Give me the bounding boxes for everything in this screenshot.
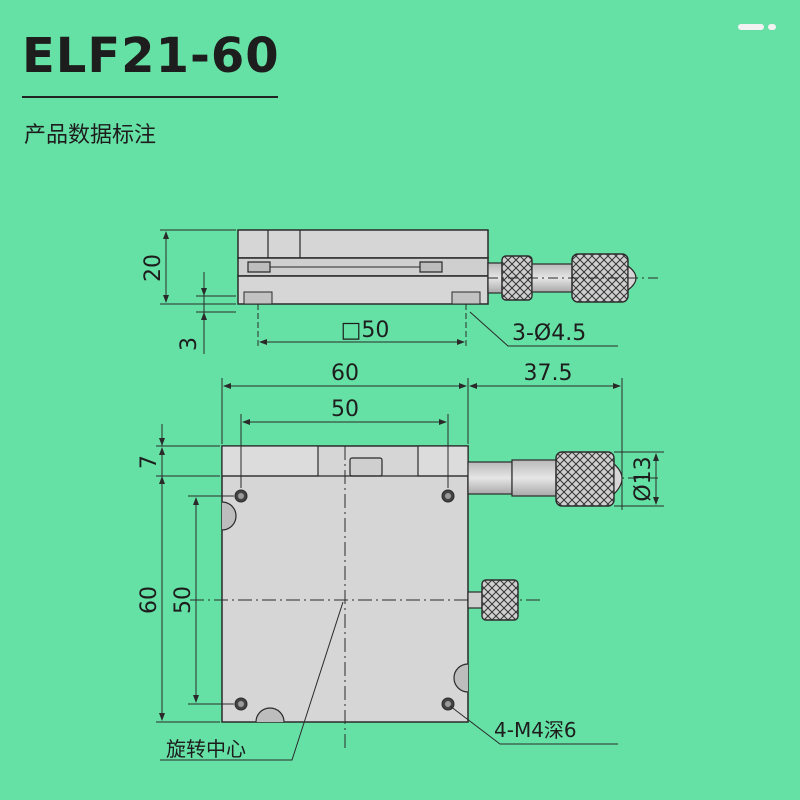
tapped-hole-bl bbox=[234, 697, 248, 711]
top-view: 60 37.5 50 7 60 50 Ø13 bbox=[137, 361, 664, 761]
side-base bbox=[237, 275, 489, 305]
side-holes-label: 3-Ø4.5 bbox=[512, 321, 586, 346]
offset-dim: 7 bbox=[137, 455, 162, 469]
tapped-hole-tl bbox=[234, 489, 248, 503]
locking-knob bbox=[481, 579, 519, 621]
rotation-center-label: 旋转中心 bbox=[166, 737, 246, 761]
tapped-hole-tr bbox=[441, 489, 455, 503]
top-micrometer-knob bbox=[555, 451, 615, 507]
micrometer-length-dim: 37.5 bbox=[524, 361, 573, 386]
hole-spacing-x-dim: 50 bbox=[331, 397, 359, 422]
tapped-holes-label: 4-M4深6 bbox=[494, 718, 577, 742]
section-subtitle: 产品数据标注 bbox=[24, 123, 157, 148]
top-width-dim: 60 bbox=[331, 361, 359, 386]
menu-indicator-icon bbox=[738, 24, 776, 30]
side-square-dim: □50 bbox=[341, 318, 390, 343]
side-base-dim: 3 bbox=[177, 337, 202, 351]
side-height-dim: 20 bbox=[141, 254, 166, 282]
top-height-dim: 60 bbox=[137, 586, 162, 614]
title-underline bbox=[22, 96, 278, 98]
hole-spacing-y-dim: 50 bbox=[171, 586, 196, 614]
side-view: 20 3 □50 3-Ø4.5 bbox=[141, 229, 660, 354]
product-title: ELF21-60 bbox=[22, 28, 280, 84]
side-top-carriage bbox=[237, 229, 489, 259]
knob-diameter-dim: Ø13 bbox=[631, 456, 656, 501]
side-micrometer-knob bbox=[571, 253, 629, 303]
